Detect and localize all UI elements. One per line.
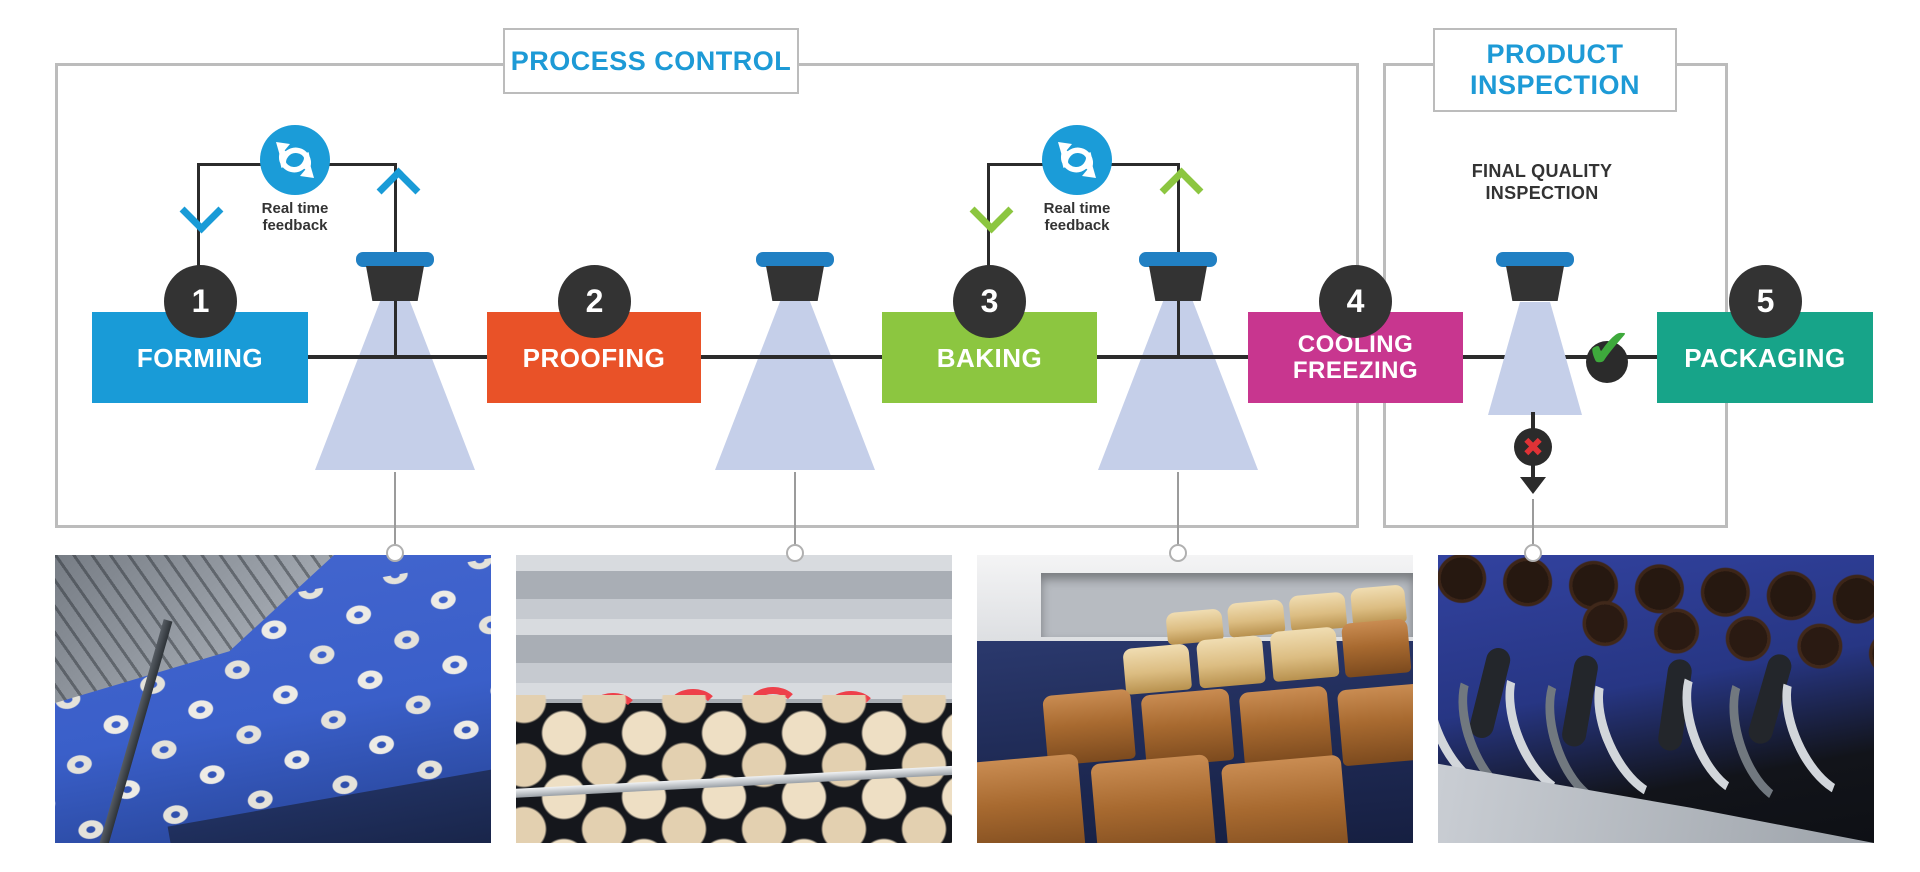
conveyor-line (306, 355, 489, 359)
cross-icon: ✖ (1522, 432, 1544, 462)
connector-dot (386, 544, 404, 562)
conveyor-line (1095, 355, 1250, 359)
cookie-inspection-grippers-photo (1438, 555, 1874, 843)
fail-circle: ✖ (1514, 428, 1552, 466)
proofing-oven-photo (516, 555, 952, 843)
camera-icon (356, 252, 434, 267)
connector-dot (1169, 544, 1187, 562)
connector-dot (786, 544, 804, 562)
reject-arrow-icon (1520, 477, 1546, 494)
product-inspection-title-line2: INSPECTION (1469, 70, 1641, 100)
camera-icon (766, 266, 824, 301)
camera-icon (366, 266, 424, 301)
process-control-title-box: PROCESS CONTROL (503, 28, 799, 94)
product-inspection-title-box: PRODUCT INSPECTION (1433, 28, 1677, 112)
stage-badge-4: 4 (1319, 265, 1392, 338)
camera-icon (1139, 252, 1217, 267)
camera-icon (1149, 266, 1207, 301)
stage-badge-3: 3 (953, 265, 1026, 338)
process-control-title: PROCESS CONTROL (510, 46, 792, 76)
baked-bread-loaves-photo (977, 555, 1413, 843)
pass-circle (1586, 341, 1628, 383)
real-time-feedback-label: Real time feedback (261, 200, 329, 234)
inspection-camera-icon (1496, 252, 1574, 267)
connector-line (1532, 499, 1534, 555)
forming-dough-rings-photo (55, 555, 491, 843)
connector-line (794, 472, 796, 555)
connector-line (1177, 472, 1179, 555)
feedback-line-left (987, 163, 990, 266)
sync-icon (1042, 125, 1112, 195)
conveyor-line (699, 355, 884, 359)
stage-badge-5: 5 (1729, 265, 1802, 338)
camera-icon (756, 252, 834, 267)
connector-line (394, 472, 396, 555)
stage-badge-1: 1 (164, 265, 237, 338)
real-time-feedback-label: Real time feedback (1043, 200, 1111, 234)
check-icon: ✔ (1586, 319, 1632, 379)
feedback-line-left (197, 163, 200, 266)
stage-badge-2: 2 (558, 265, 631, 338)
sync-icon (260, 125, 330, 195)
inspection-camera-icon (1506, 266, 1564, 301)
product-inspection-title-line1: PRODUCT (1486, 39, 1624, 69)
final-quality-inspection-label: FINAL QUALITY INSPECTION (1471, 161, 1613, 203)
connector-dot (1524, 544, 1542, 562)
